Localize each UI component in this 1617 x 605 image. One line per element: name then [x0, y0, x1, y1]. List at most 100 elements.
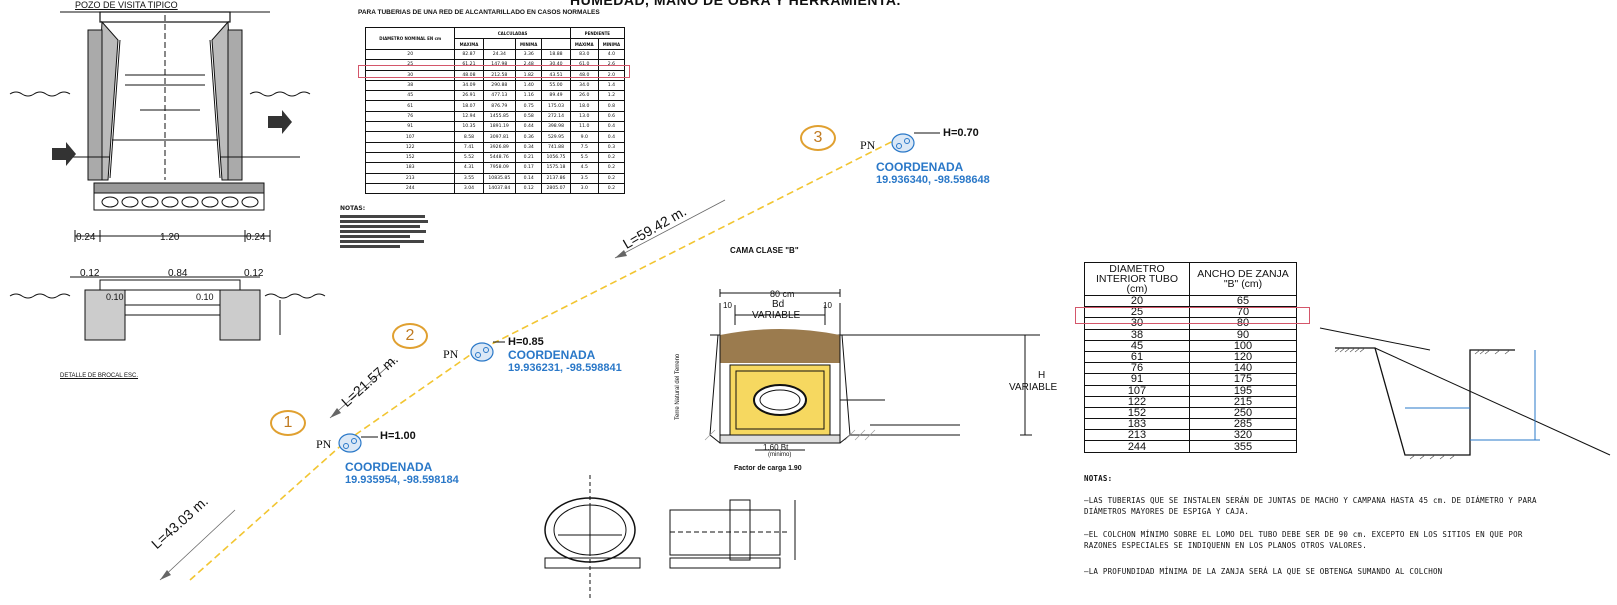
table-cell: 244: [364, 182, 456, 195]
table-cell: 152: [1084, 406, 1190, 420]
route-line: [189, 134, 906, 581]
point-number-3: 3: [800, 125, 836, 151]
col-header-width: ANCHO DE ZANJA "B" (cm): [1189, 262, 1297, 296]
trench-side-dim-right: 10: [823, 301, 832, 310]
table-cell: 213: [1084, 429, 1190, 442]
main-title: HUMEDAD, MANO DE OBRA Y HERRAMIENTA.: [570, 0, 901, 8]
table-cell: 2805.07: [541, 182, 571, 195]
note-item-2: —EL COLCHON MÍNIMO SOBRE EL LOMO DEL TUB…: [1084, 530, 1523, 550]
trench-bottom-sub: (minimo): [768, 452, 792, 458]
manhole-title: POZO DE VISITA TIPICO: [75, 0, 178, 10]
hydraulic-table: DIAMETRO NOMINAL EN cm CALCULADAS PENDIE…: [364, 27, 626, 195]
coord-value-2: 19.936231, -98.598841: [508, 362, 622, 374]
note-item-1: —LAS TUBERIAS QUE SE INSTALEN SERÁN DE J…: [1084, 496, 1537, 516]
table-cell: 0.2: [597, 182, 626, 195]
table-cell: 76: [1084, 362, 1190, 375]
h-value-2: H=0.85: [508, 336, 544, 348]
coord-label-1: COORDENADA: [345, 460, 433, 474]
detail-dim-4: 0.10: [106, 292, 124, 302]
pn-marker-1: [338, 433, 378, 453]
table-cell: 244: [1084, 440, 1190, 453]
pn-label-2: PN: [443, 347, 459, 361]
table-cell: 122: [1084, 395, 1190, 408]
table-cell: 45: [1084, 339, 1190, 352]
detail-dim-1: 0.12: [80, 268, 100, 279]
coord-value-1: 19.935954, -98.598184: [345, 474, 459, 486]
trench-title: CAMA CLASE "B": [730, 246, 799, 255]
note-item-3: —LA PROFUNDIDAD MÍNIMA DE LA ZANJA SERÁ …: [1084, 567, 1443, 576]
point-number-1: 1: [270, 410, 306, 436]
table-cell: 20: [1084, 294, 1190, 308]
table-cell: 100: [1189, 339, 1297, 352]
table-cell: 320: [1189, 429, 1297, 442]
coord-label-2: COORDENADA: [508, 348, 596, 362]
table-cell: 285: [1189, 418, 1297, 431]
table-cell: 61: [1084, 350, 1190, 364]
trench-load-factor: Factor de carga 1.90: [734, 465, 802, 472]
table-cell: 195: [1189, 384, 1297, 397]
table-cell: 355: [1189, 440, 1297, 453]
dim-center: 1.20: [160, 232, 180, 243]
highlight-row-small: [358, 65, 630, 78]
coord-label-3: COORDENADA: [876, 160, 964, 174]
detail-dim-5: 0.10: [196, 292, 214, 302]
pn-label-1: PN: [316, 437, 332, 451]
table-cell: 120: [1189, 350, 1297, 364]
h-value-1: H=1.00: [380, 430, 416, 442]
table-cell: 250: [1189, 406, 1297, 420]
dim-left: 0.24: [76, 232, 96, 243]
table-caption: PARA TUBERIAS DE UNA RED DE ALCANTARILLA…: [358, 9, 600, 16]
detail-dim-3: 0.12: [244, 268, 264, 279]
pn-label-3: PN: [860, 138, 876, 152]
pipe-joint-svg: [544, 475, 796, 600]
table-cell: 175: [1189, 373, 1297, 386]
trench-natural-ground: Terre Natural del Terreno: [675, 353, 681, 420]
highlight-row-big: [1075, 307, 1310, 324]
h-value-3: H=0.70: [943, 127, 979, 139]
trench-top-width: 80 cm: [770, 289, 795, 299]
trench-width-table: DIAMETRO INTERIOR TUBO (cm) ANCHO DE ZAN…: [1084, 262, 1297, 453]
dim-right: 0.24: [246, 232, 266, 243]
trench-section-svg: [704, 289, 1040, 451]
detail-label: DETALLE DE BROCAL ESC.: [60, 373, 139, 379]
detail-dim-2: 0.84: [168, 268, 188, 279]
table-cell: 107: [1084, 384, 1190, 397]
manhole-section-svg: [9, 11, 326, 341]
table-cell: 90: [1189, 328, 1297, 341]
trench-side-dim-left: 10: [723, 301, 732, 310]
trench-variable: VARIABLE: [752, 310, 801, 321]
slope-sketch-svg: [1319, 327, 1611, 460]
trench-bottom-dim: 1.60 Bt: [763, 443, 789, 452]
table-cell: 3.04: [454, 182, 484, 195]
table-cell: 91: [1084, 373, 1190, 386]
table-cell: 215: [1189, 395, 1297, 408]
pn-marker-2: [470, 341, 505, 362]
table-cell: 65: [1189, 294, 1297, 308]
table-cell: 140: [1189, 362, 1297, 375]
table-cell: 183: [1084, 418, 1190, 431]
col-header-diameter: DIAMETRO INTERIOR TUBO (cm): [1084, 262, 1190, 296]
small-notes-scribble: [340, 213, 430, 250]
notes-title: NOTAS:: [1084, 474, 1113, 483]
trench-bd: Bd: [772, 299, 785, 310]
small-notes-title: NOTAS:: [340, 205, 366, 212]
